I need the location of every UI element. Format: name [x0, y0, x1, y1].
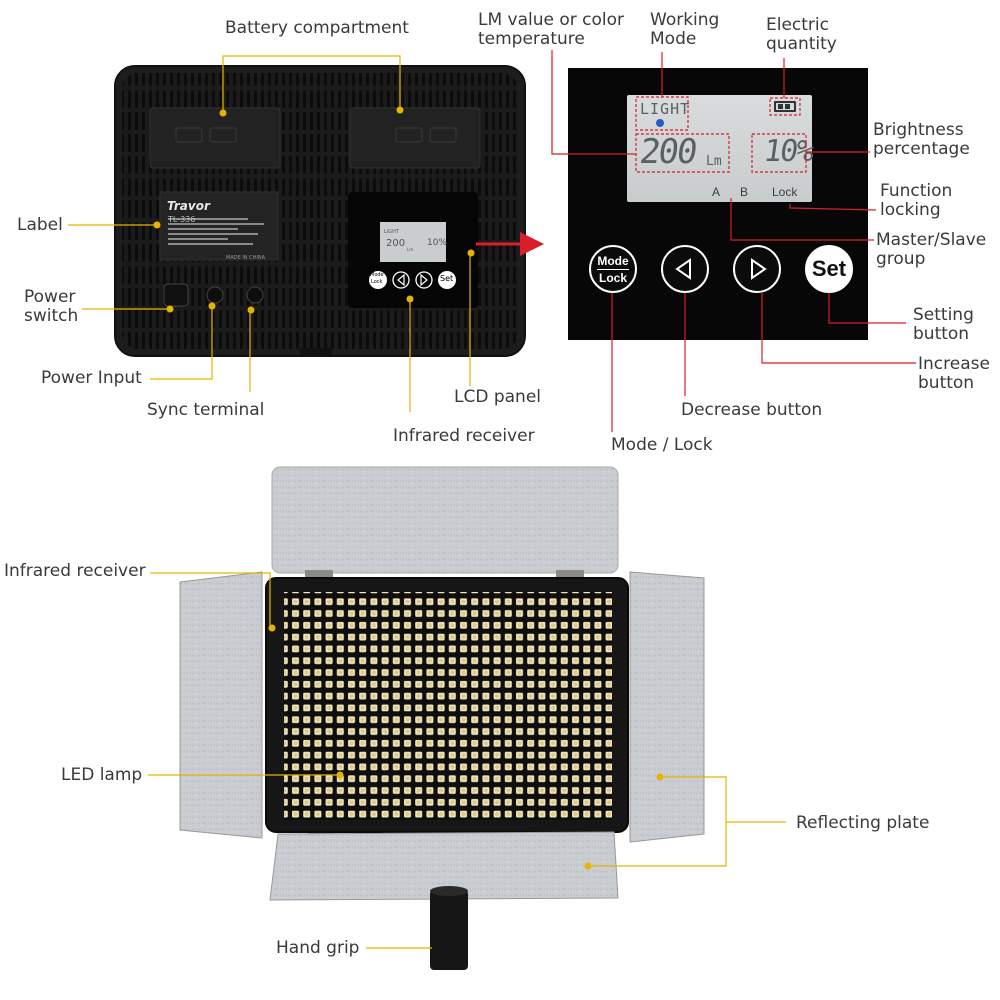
brightness-label-1: Brightness	[873, 120, 964, 140]
device-model: TL-336	[168, 215, 196, 224]
increase-button[interactable]	[733, 245, 781, 293]
electric-quantity-label-1: Electric	[766, 15, 829, 35]
led-panel-drawing	[179, 466, 705, 970]
battery-compartment-label: Battery compartment	[225, 18, 409, 38]
bottom-callout-lines	[148, 572, 786, 949]
infrared-receiver-top-label: Infrared receiver	[393, 426, 535, 446]
infrared-receiver-bottom-label: Infrared receiver	[4, 561, 146, 581]
mini-set: Set	[440, 274, 454, 283]
bottom-callout-dots	[268, 624, 664, 870]
sync-terminal-label: Sync terminal	[147, 400, 265, 420]
led-lamp-label: LED lamp	[61, 765, 143, 785]
reflecting-plate-label: Reflecting plate	[796, 813, 930, 833]
battery-icon	[774, 101, 796, 112]
mode-indicator-dot	[656, 119, 664, 127]
mode-button-top-label: Mode	[597, 253, 629, 268]
set-button-label: Set	[811, 256, 847, 281]
power-input-label: Power Input	[41, 368, 142, 388]
lcd-callout-lines	[551, 50, 916, 432]
top-callout-lines	[68, 55, 471, 412]
lcd-group-b: B	[740, 185, 749, 199]
mode-button-divider	[597, 268, 629, 270]
lcd-group-a: A	[712, 185, 721, 199]
lcd-unit-text: Lm	[706, 154, 722, 169]
mini-lcd-unit: Lm	[407, 247, 414, 252]
setting-button-label-2: button	[913, 324, 970, 344]
lcd-lock-text: Lock	[772, 185, 798, 199]
mode-lock-label: Mode / Lock	[611, 435, 713, 455]
mini-lcd-value: 200	[386, 238, 406, 249]
function-locking-label-1: Function	[880, 181, 953, 201]
working-mode-label-2: Mode	[650, 29, 697, 49]
hand-grip-label: Hand grip	[276, 938, 360, 958]
lcd-screen	[627, 95, 812, 202]
mode-button-bottom-label: Lock	[598, 270, 627, 285]
mini-lcd-mode: LIGHT	[384, 229, 399, 235]
mini-mode-top: Mode	[370, 272, 384, 278]
working-mode-label-1: Working	[650, 10, 720, 30]
electric-quantity-label-2: quantity	[766, 34, 837, 54]
decrease-button-label: Decrease button	[681, 400, 823, 420]
mode-lock-button[interactable]: Mode Lock	[589, 245, 637, 293]
lcd-panel-label: LCD panel	[454, 387, 542, 407]
power-switch-label-1: Power	[24, 287, 76, 307]
device-made-in: MADE IN CHINA	[226, 255, 266, 261]
lm-value-label-2: temperature	[478, 29, 585, 49]
master-slave-label-1: Master/Slave	[876, 230, 987, 250]
mini-mode-bottom: Lock	[371, 279, 383, 285]
master-slave-label-2: group	[876, 249, 926, 269]
device-brand: Travor	[167, 199, 210, 213]
lm-value-label-1: LM value or color	[478, 10, 625, 30]
increase-button-label-2: button	[918, 373, 975, 393]
label-callout: Label	[17, 215, 63, 235]
lcd-mode-text: LIGHT	[640, 100, 691, 118]
mini-lcd-percent: 10%	[427, 238, 448, 248]
brightness-label-2: percentage	[873, 139, 970, 159]
set-button[interactable]: Set	[805, 245, 853, 293]
device-back	[114, 65, 526, 357]
power-switch-label-2: switch	[24, 306, 79, 326]
triangle-right-icon	[751, 258, 767, 280]
increase-button-label-1: Increase	[918, 354, 990, 374]
decrease-button[interactable]	[661, 245, 709, 293]
top-callout-dots	[153, 106, 475, 314]
triangle-left-icon	[675, 258, 691, 280]
setting-button-label-1: Setting	[913, 305, 974, 325]
function-locking-label-2: locking	[880, 200, 941, 220]
